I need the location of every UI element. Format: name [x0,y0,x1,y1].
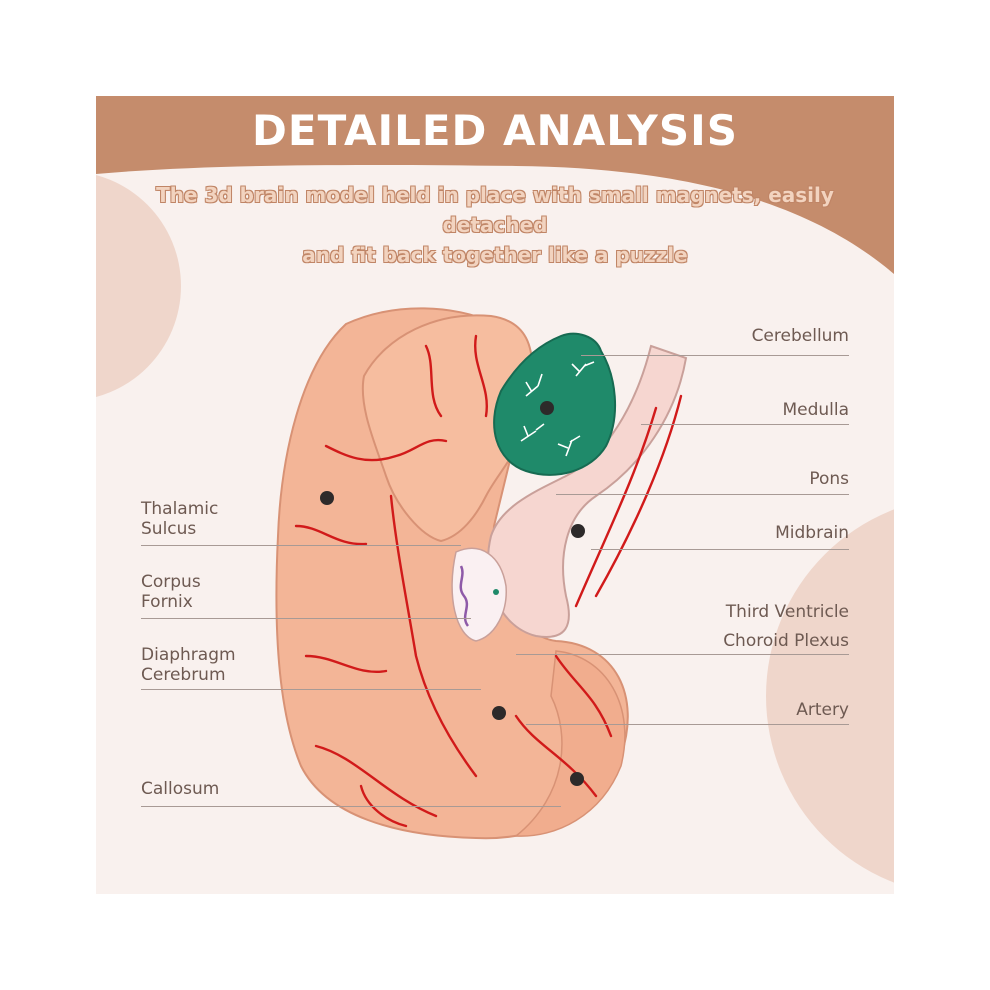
magnet-dots [320,401,585,786]
decorative-circle-right [766,509,894,883]
leader-line-diaphragm-cerebrum [141,689,481,690]
label-midbrain: Midbrain [775,523,849,543]
label-diaphragm-line1: Diaphragm [141,645,236,665]
leader-line-thalamic-sulcus [141,545,461,546]
label-cerebellum: Cerebellum [751,326,849,346]
background-decoration [96,96,894,883]
page-subtitle: The 3d brain model held in place with sm… [106,180,884,270]
label-pons: Pons [809,469,849,489]
artery-network [294,334,683,828]
infographic-card: DETAILED ANALYSIS The 3d brain model hel… [96,96,894,894]
upper-lobe-piece [361,314,534,543]
leader-line-artery [526,724,849,725]
ventricle-marker [493,589,499,595]
label-corpus-fornix: Corpus Fornix [141,572,201,612]
header-band [96,96,894,274]
subtitle-line-1: The 3d brain model held in place with sm… [156,183,834,237]
brain-model-illustration [275,307,688,840]
brainstem [487,344,688,638]
label-thalamic-line2: Sulcus [141,519,197,539]
cerebellum-arbor-vitae [520,361,595,457]
label-thalamic-sulcus: Thalamic Sulcus [141,499,218,539]
leader-line-corpus-fornix [141,618,471,619]
label-corpus-line1: Corpus [141,572,201,592]
label-diaphragm-cerebrum: Diaphragm Cerebrum [141,645,236,685]
leader-line-cerebellum [581,355,849,356]
label-corpus-line2: Fornix [141,592,193,612]
subtitle-line-2: and fit back together like a puzzle [302,243,688,267]
label-third-ventricle: Third Ventricle [725,602,849,622]
decorative-circle-left [96,174,181,398]
label-choroid-plexus: Choroid Plexus [723,631,849,651]
page-title: DETAILED ANALYSIS [252,106,738,155]
choroid-plexus [459,565,470,627]
leader-line-pons [556,494,849,495]
temporal-lobe-piece [513,650,626,837]
label-medulla: Medulla [782,400,849,420]
leader-line-choroid-plexus [516,654,849,655]
label-artery: Artery [796,700,849,720]
label-callosum: Callosum [141,779,220,799]
leader-line-medulla [641,424,849,425]
leader-line-callosum [141,806,561,807]
label-diaphragm-line2: Cerebrum [141,665,226,685]
label-thalamic-line1: Thalamic [141,499,219,519]
leader-line-midbrain [591,549,849,550]
